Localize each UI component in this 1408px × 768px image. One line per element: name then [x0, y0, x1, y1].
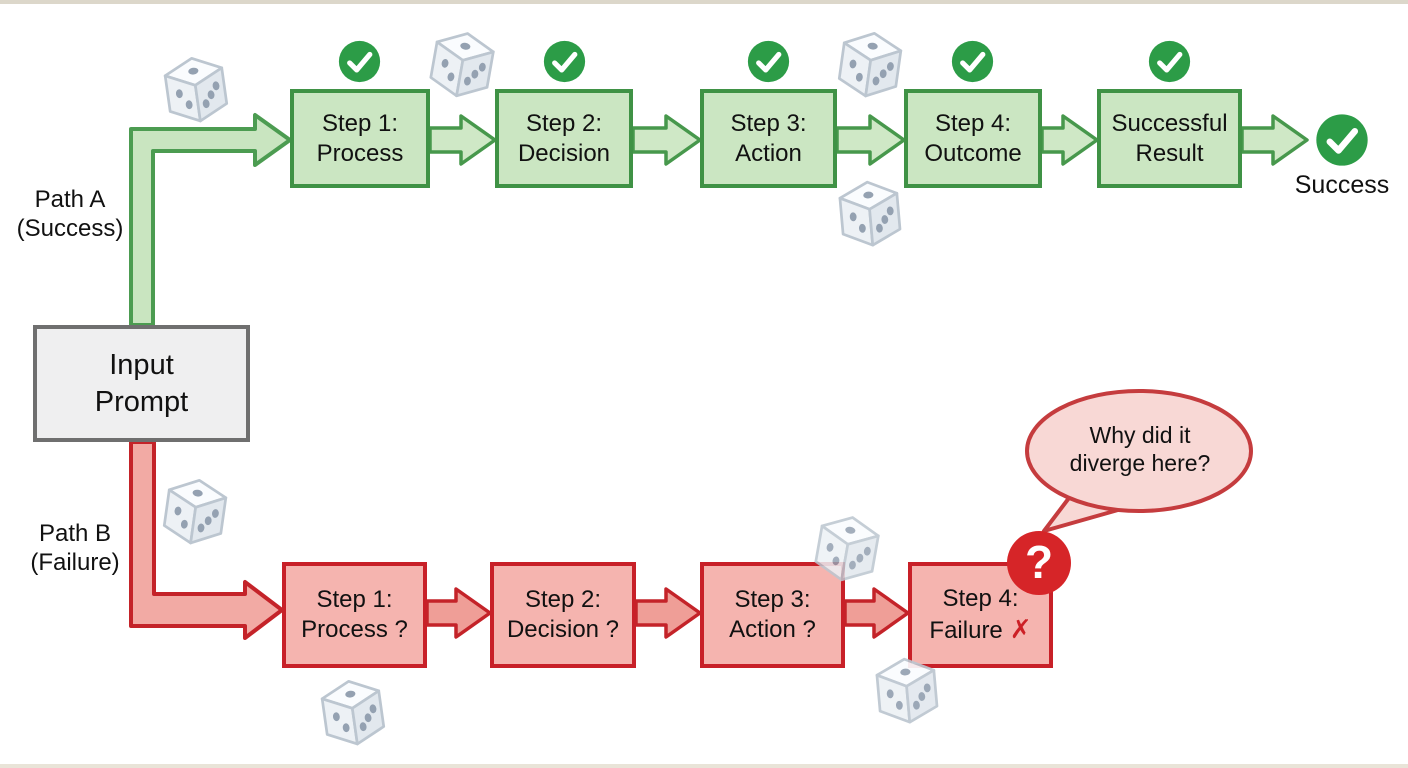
speech-bubble	[1025, 389, 1253, 533]
node-label: Outcome	[924, 139, 1022, 167]
node-a-result: Successful Result	[1097, 89, 1242, 188]
dice-icon	[161, 475, 230, 549]
node-label: Step 3:	[730, 109, 807, 137]
dice-icon	[836, 28, 905, 102]
arrow-a4	[1040, 114, 1099, 166]
x-mark-icon: ✗	[1009, 614, 1032, 644]
node-label: Step 1:	[321, 109, 399, 137]
path-b-label-line2: (Failure)	[30, 549, 120, 576]
bottom-edge-decoration	[0, 764, 1408, 768]
node-a-step4: Step 4: Outcome	[904, 89, 1042, 188]
bubble-line1: Why did it	[1089, 422, 1191, 448]
node-a-step3: Step 3: Action	[700, 89, 837, 188]
node-b-step1: Step 1: Process ?	[282, 562, 427, 668]
node-label: Result	[1135, 139, 1204, 167]
node-label: Step 4:	[942, 585, 1019, 612]
node-b-step2: Step 2: Decision ?	[490, 562, 636, 668]
success-check-icon	[1316, 114, 1367, 165]
node-label: Successful	[1111, 109, 1228, 137]
node-label: Step 2:	[525, 109, 603, 137]
node-label: Step 3:	[734, 586, 811, 613]
arrow-b2	[634, 587, 702, 639]
bubble-line2: diverge here?	[1069, 450, 1211, 476]
node-label: Process ?	[301, 616, 408, 643]
path-a-label-line1: Path A	[34, 186, 106, 213]
dice-icon	[427, 27, 498, 103]
node-label: Decision	[517, 139, 611, 167]
arrow-a3	[835, 114, 906, 166]
top-edge-decoration	[0, 0, 1408, 4]
node-label-failure: Failure✗	[929, 614, 1031, 646]
node-input-prompt: Input Prompt	[33, 325, 250, 442]
checkmark-icon	[952, 41, 993, 82]
node-label: Action	[735, 139, 802, 167]
arrow-b1	[425, 587, 492, 639]
input-line2: Prompt	[94, 385, 189, 418]
checkmark-icon	[1149, 41, 1190, 82]
question-mark-badge: ?	[1007, 531, 1071, 595]
dice-icon	[318, 676, 387, 750]
path-b-label-line1: Path B	[38, 520, 112, 547]
node-label: Step 4:	[934, 109, 1012, 137]
node-b-step3: Step 3: Action ?	[700, 562, 845, 668]
node-label: Decision ?	[506, 616, 620, 643]
path-b-connector	[129, 440, 284, 640]
arrow-a5	[1240, 114, 1309, 166]
speech-bubble-text: Why did it diverge here?	[1029, 421, 1251, 477]
path-a-label-line2: (Success)	[16, 215, 124, 242]
speech-bubble-body	[1025, 389, 1253, 513]
node-label: Step 1:	[316, 586, 393, 613]
dice-icon	[812, 511, 883, 587]
checkmark-icon	[544, 41, 585, 82]
checkmark-icon	[748, 41, 789, 82]
node-label: Step 2:	[524, 586, 602, 613]
arrow-a2	[631, 114, 702, 166]
node-label: Failure	[929, 617, 1003, 644]
arrow-a1	[428, 114, 497, 166]
checkmark-icon	[339, 41, 380, 82]
node-label: Action ?	[729, 616, 816, 643]
dice-icon	[874, 655, 940, 727]
success-label: Success	[1294, 171, 1390, 199]
input-line1: Input	[109, 348, 174, 381]
dice-icon	[161, 53, 230, 127]
path-a-connector	[129, 113, 292, 327]
dice-icon	[837, 178, 903, 250]
path-a-label: Path A (Success)	[0, 185, 140, 243]
node-a-step1: Step 1: Process	[290, 89, 430, 188]
arrow-b3	[843, 587, 910, 639]
path-b-label: Path B (Failure)	[5, 519, 145, 577]
node-label: Process	[316, 139, 404, 167]
node-a-step2: Step 2: Decision	[495, 89, 633, 188]
